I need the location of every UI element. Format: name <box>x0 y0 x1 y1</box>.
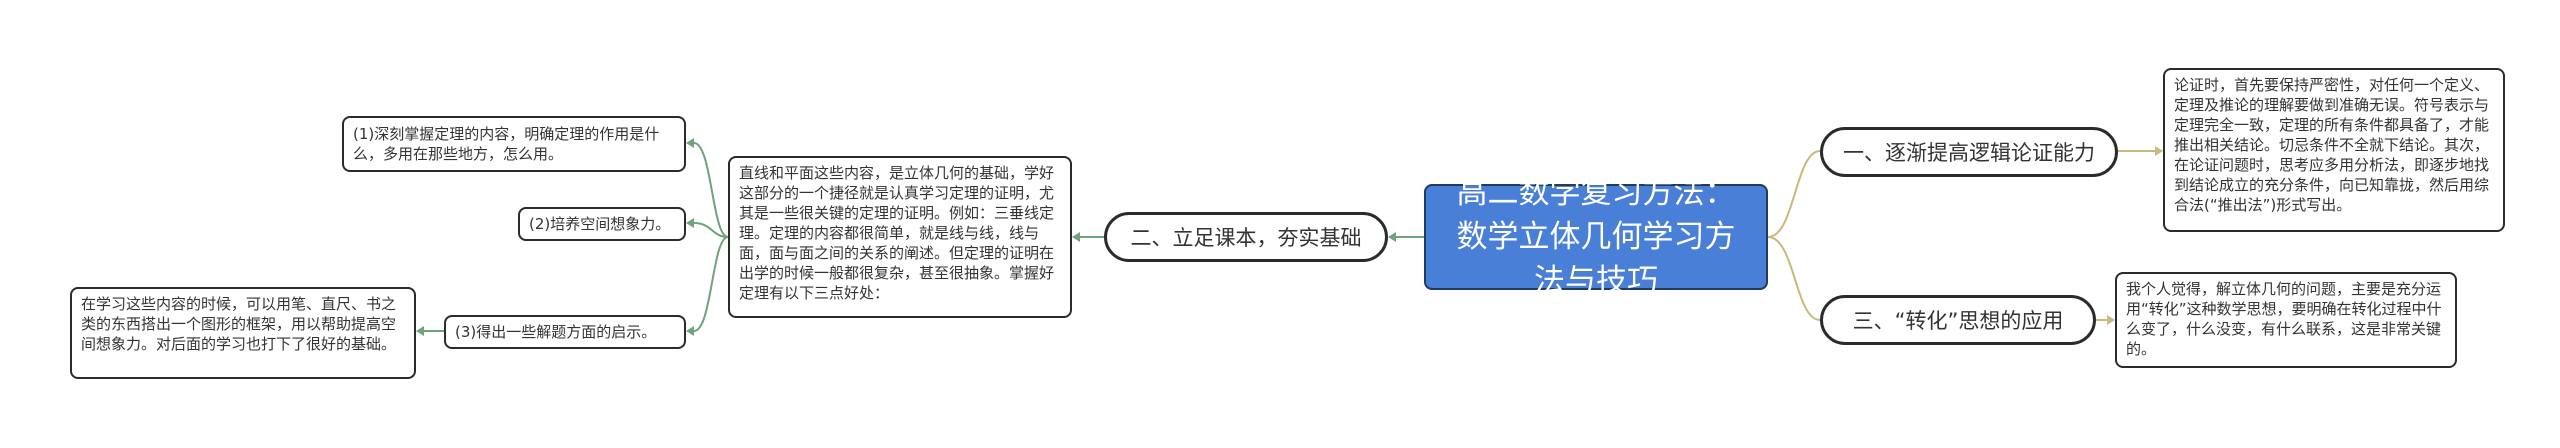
root-topic[interactable]: 高二数学复习方法：数学立体几何学习方法与技巧 <box>1424 175 1768 299</box>
point-spatial-imagination[interactable]: (2)培养空间想象力。 <box>518 207 686 241</box>
arrow-root-branch2 <box>1388 232 1396 242</box>
branch-logic-reasoning[interactable]: 一、逐渐提高逻辑论证能力 <box>1820 127 2118 177</box>
branch-textbook-foundation[interactable]: 二、立足课本，夯实基础 <box>1104 212 1388 262</box>
subdetail-build-model-text: 在学习这些内容的时候，可以用笔、直尺、书之类的东西搭出一个图形的框架，用以帮助提… <box>81 295 397 353</box>
point-spatial-imagination-text: (2)培养空间想象力。 <box>529 215 671 233</box>
branch-transformation-thinking-label: 三、“转化”思想的应用 <box>1852 309 2064 333</box>
branch-textbook-foundation-label: 二、立足课本，夯实基础 <box>1130 226 1362 250</box>
subdetail-build-model[interactable]: 在学习这些内容的时候，可以用笔、直尺、书之类的东西搭出一个图形的框架，用以帮助提… <box>70 287 416 379</box>
detail-textbook-foundation[interactable]: 直线和平面这些内容，是立体几何的基础，学好这部分的一个捷径就是认真学习定理的证明… <box>728 156 1072 318</box>
arrow-branch2-detail <box>1072 232 1080 242</box>
detail-textbook-foundation-text: 直线和平面这些内容，是立体几何的基础，学好这部分的一个捷径就是认真学习定理的证明… <box>739 164 1055 302</box>
detail-transformation-thinking-text: 我个人觉得，解立体几何的问题，主要是充分运用“转化”这种数学思想，要明确在转化过… <box>2126 280 2442 358</box>
arrow-point3-subdetail <box>416 326 424 336</box>
link-detail-point2 <box>693 222 729 238</box>
detail-transformation-thinking[interactable]: 我个人觉得，解立体几何的问题，主要是充分运用“转化”这种数学思想，要明确在转化过… <box>2115 272 2457 368</box>
point-master-theorems[interactable]: (1)深刻掌握定理的内容，明确定理的作用是什么，多用在那些地方，怎么用。 <box>342 116 686 172</box>
arrow-detail-point1 <box>686 138 694 148</box>
root-topic-title: 高二数学复习方法：数学立体几何学习方法与技巧 <box>1456 175 1736 299</box>
arrow-branch3-detail <box>2107 315 2115 325</box>
detail-logic-reasoning[interactable]: 论证时，首先要保持严密性，对任何一个定义、定理及推论的理解要做到准确无误。符号表… <box>2163 68 2505 232</box>
point-solving-insights[interactable]: (3)得出一些解题方面的启示。 <box>444 315 686 349</box>
link-root-branch1 <box>1767 150 1821 238</box>
link-detail-point3 <box>693 236 729 332</box>
arrow-branch1-detail <box>2155 146 2163 156</box>
detail-logic-reasoning-text: 论证时，首先要保持严密性，对任何一个定义、定理及推论的理解要做到准确无误。符号表… <box>2174 76 2490 214</box>
link-detail-point1 <box>693 142 729 238</box>
branch-transformation-thinking[interactable]: 三、“转化”思想的应用 <box>1820 295 2096 345</box>
arrow-detail-point3 <box>686 326 694 336</box>
point-master-theorems-text: (1)深刻掌握定理的内容，明确定理的作用是什么，多用在那些地方，怎么用。 <box>353 125 660 163</box>
point-solving-insights-text: (3)得出一些解题方面的启示。 <box>455 323 657 341</box>
link-root-branch3 <box>1767 236 1821 321</box>
arrow-detail-point2 <box>686 218 694 228</box>
branch-logic-reasoning-label: 一、逐渐提高逻辑论证能力 <box>1843 141 2095 165</box>
